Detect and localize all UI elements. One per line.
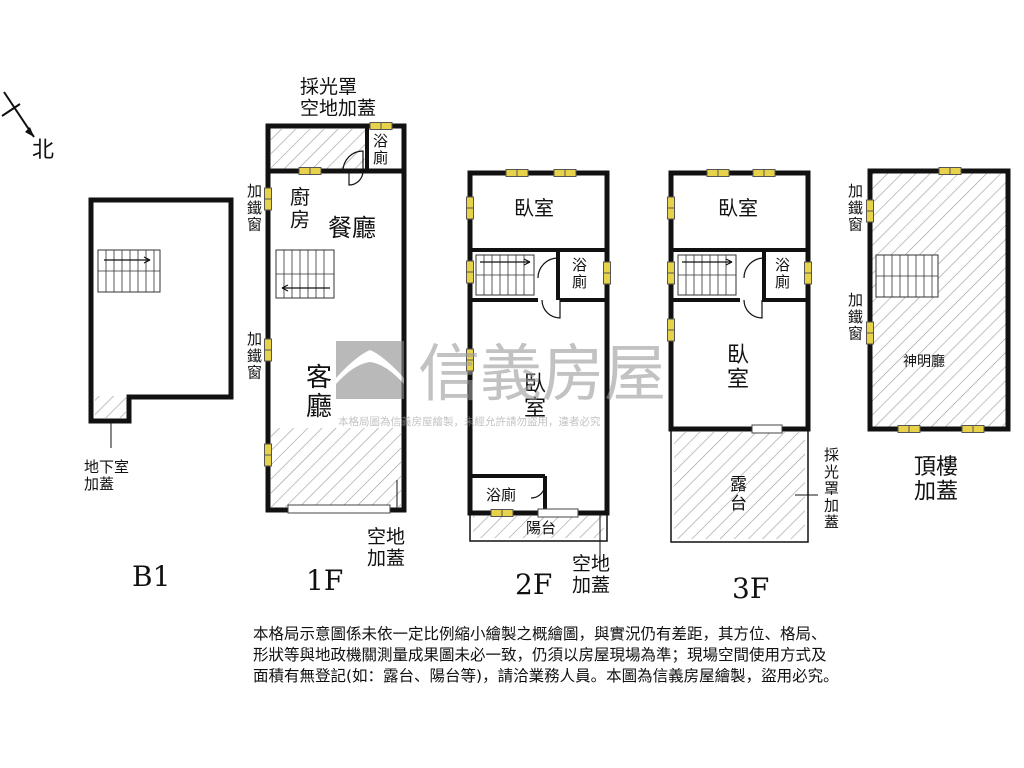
f1-kitchen-label: 廚房 [290,185,310,231]
brand-logo-icon [336,341,404,399]
disclaimer-footnote: 本格局示意圖係未依一定比例縮小繪製之概繪圖，與實況仍有差距，其方位、格局、 形狀… [253,625,839,685]
f3-bedroom-mid-label: 臥室 [727,343,749,393]
f1-floor-name: 1F [306,564,343,597]
f3-bath-label: 浴廁 [775,256,790,291]
floor-b1: 地下室加蓋 B1 [84,197,234,593]
f1-living-label: 客廳 [306,363,332,422]
roof-window-iron-2-label: 加鐵窗 [848,291,863,343]
f2-bedroom-top-label: 臥室 [514,196,554,220]
floor-2f: 臥室 浴廁 臥室 浴廁 陽台 空地加蓋 2F [466,169,611,601]
compass-north-label: 北 [32,138,54,163]
watermark: 信義房屋 本格局圖為信義房屋繪製，未經允許請勿盜用，違者必究 [336,337,666,428]
b1-floor-name: B1 [132,560,170,593]
roof-floor-name: 頂樓加蓋 [914,455,958,505]
f1-window-iron-2-label: 加鐵窗 [247,330,262,382]
stairs-icon [275,249,335,299]
f1-skylight-ext-label: 採光罩空地加蓋 [300,76,376,119]
f2-bedroom-mid-label: 臥室 [524,372,546,422]
stairs-icon [97,249,161,293]
b1-basement-ext-label: 地下室加蓋 [84,458,129,493]
f2-bath-mid-label: 浴廁 [572,256,587,291]
stairs-icon [475,254,535,296]
f3-bedroom-top-label: 臥室 [718,196,758,220]
f2-bath-bottom-label: 浴廁 [486,486,516,504]
f2-floor-name: 2F [515,568,552,601]
watermark-notice: 本格局圖為信義房屋繪製，未經允許請勿盜用，違者必究 [338,415,601,428]
floor-3f: 臥室 浴廁 臥室 露台 採光罩加蓋 3F [667,169,839,605]
f1-yard-ext-label: 空地加蓋 [367,526,405,569]
floor-1f: 採光罩空地加蓋 浴廁 加鐵窗 加鐵窗 廚房 餐廳 客廳 空地加蓋 1F [247,76,407,597]
f3-terrace-label: 露台 [730,475,747,514]
floor-roof: 加鐵窗 加鐵窗 神明廳 頂樓加蓋 [848,167,1011,505]
watermark-brand: 信義房屋 [418,337,666,410]
f3-floor-name: 3F [732,572,769,605]
f3-skylight-ext-label: 採光罩加蓋 [824,446,839,531]
stairs-icon [875,254,939,298]
f1-bath-label: 浴廁 [373,132,388,167]
f1-dining-label: 餐廳 [328,214,376,242]
f2-balcony-label: 陽台 [526,519,556,537]
roof-window-iron-1-label: 加鐵窗 [848,182,863,234]
stairs-icon [677,254,737,296]
f2-yard-ext-label: 空地加蓋 [572,553,610,596]
f1-window-iron-1-label: 加鐵窗 [247,182,262,234]
roof-shrine-label: 神明廳 [903,353,945,370]
north-compass-icon [1,91,35,138]
